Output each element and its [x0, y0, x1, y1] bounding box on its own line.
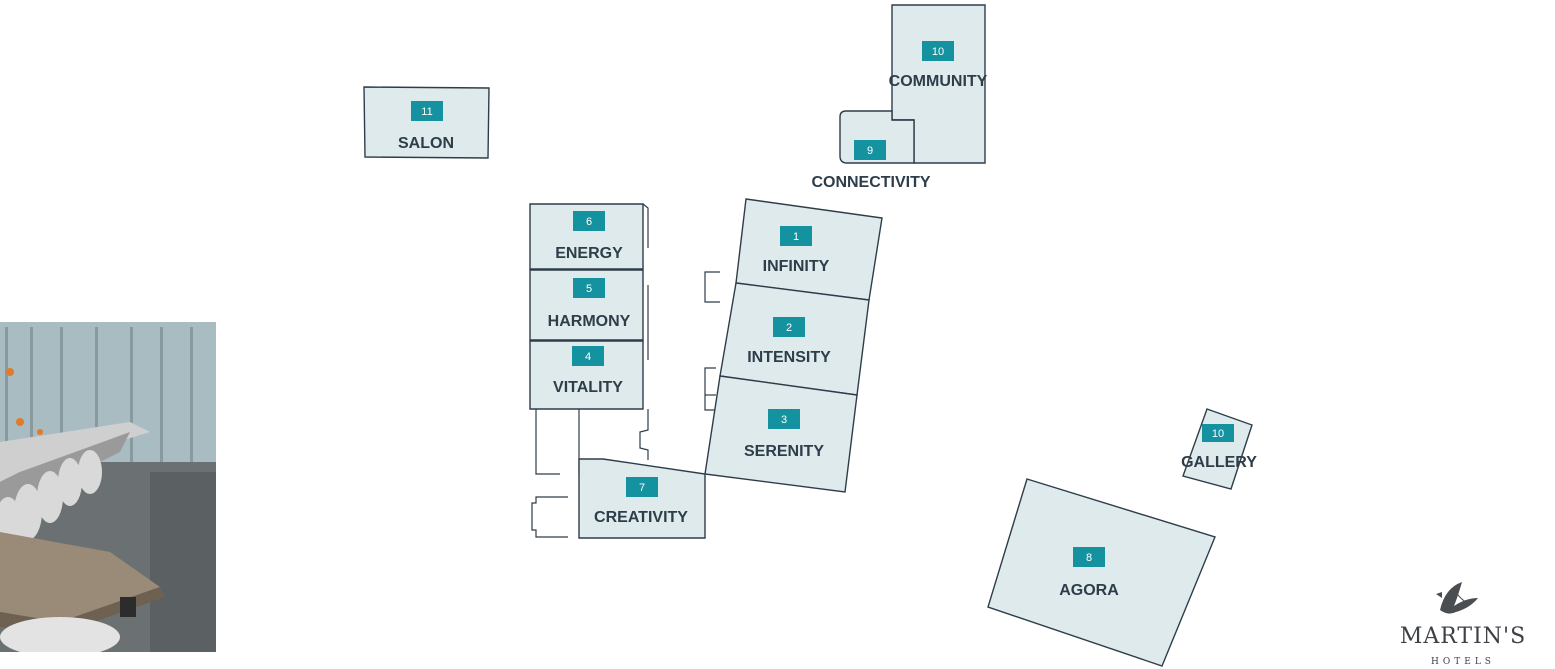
svg-text:3: 3 — [781, 414, 787, 426]
room-number-badge: 1 — [780, 226, 812, 246]
room-name: CREATIVITY — [594, 509, 688, 526]
svg-text:2: 2 — [786, 322, 792, 334]
room-number-badge: 6 — [573, 211, 605, 231]
room-intensity[interactable]: 2 INTENSITY — [719, 282, 870, 396]
room-number-badge: 2 — [773, 317, 805, 337]
svg-text:8: 8 — [1086, 552, 1092, 564]
room-serenity[interactable]: 3 SERENITY — [704, 375, 858, 493]
room-number-badge: 11 — [411, 101, 443, 121]
room-connectivity[interactable]: 9 CONNECTIVITY — [811, 110, 931, 191]
room-number-badge: 3 — [768, 409, 800, 429]
room-name: VITALITY — [553, 379, 623, 396]
room-harmony[interactable]: 5 HARMONY — [529, 269, 644, 341]
brand-sub: HOTELS — [1431, 657, 1495, 667]
svg-text:6: 6 — [586, 216, 592, 228]
room-number-badge: 10 — [922, 41, 954, 61]
svg-text:7: 7 — [639, 482, 645, 494]
room-number-badge: 4 — [572, 346, 604, 366]
room-number-badge: 10 — [1202, 424, 1234, 442]
room-number-badge: 7 — [626, 477, 658, 497]
room-name: SALON — [398, 135, 454, 152]
svg-text:5: 5 — [586, 283, 592, 295]
room-name: INTENSITY — [747, 349, 831, 366]
room-name: COMMUNITY — [889, 73, 988, 90]
room-name: AGORA — [1059, 582, 1119, 599]
martins-hotels-logo: MARTIN'S HOTELS — [1400, 582, 1526, 667]
room-name: HARMONY — [548, 313, 631, 330]
room-community[interactable]: 10 COMMUNITY — [889, 4, 988, 164]
room-number-badge: 9 — [854, 140, 886, 160]
room-number-badge: 5 — [573, 278, 605, 298]
room-creativity[interactable]: 7 CREATIVITY — [578, 458, 706, 539]
room-gallery[interactable]: 10 GALLERY — [1181, 408, 1257, 490]
bird-icon — [1436, 582, 1478, 614]
brand-name: MARTIN'S — [1400, 624, 1526, 649]
conference-room-photo — [0, 322, 216, 652]
conference-room-illustration — [0, 322, 216, 652]
svg-text:9: 9 — [867, 145, 873, 157]
svg-text:10: 10 — [1212, 428, 1224, 440]
svg-text:10: 10 — [932, 46, 944, 58]
svg-text:1: 1 — [793, 231, 799, 243]
room-name: ENERGY — [555, 245, 623, 262]
room-name: INFINITY — [763, 258, 830, 275]
room-name: GALLERY — [1181, 454, 1257, 471]
svg-text:4: 4 — [585, 351, 591, 363]
room-infinity[interactable]: 1 INFINITY — [735, 198, 883, 301]
svg-text:11: 11 — [421, 106, 432, 118]
room-name: CONNECTIVITY — [811, 174, 930, 191]
room-vitality[interactable]: 4 VITALITY — [529, 340, 644, 410]
room-salon[interactable]: 11 SALON — [363, 86, 490, 159]
room-number-badge: 8 — [1073, 547, 1105, 567]
room-agora[interactable]: 8 AGORA — [987, 478, 1216, 667]
room-energy[interactable]: 6 ENERGY — [529, 203, 644, 270]
room-name: SERENITY — [744, 443, 824, 460]
